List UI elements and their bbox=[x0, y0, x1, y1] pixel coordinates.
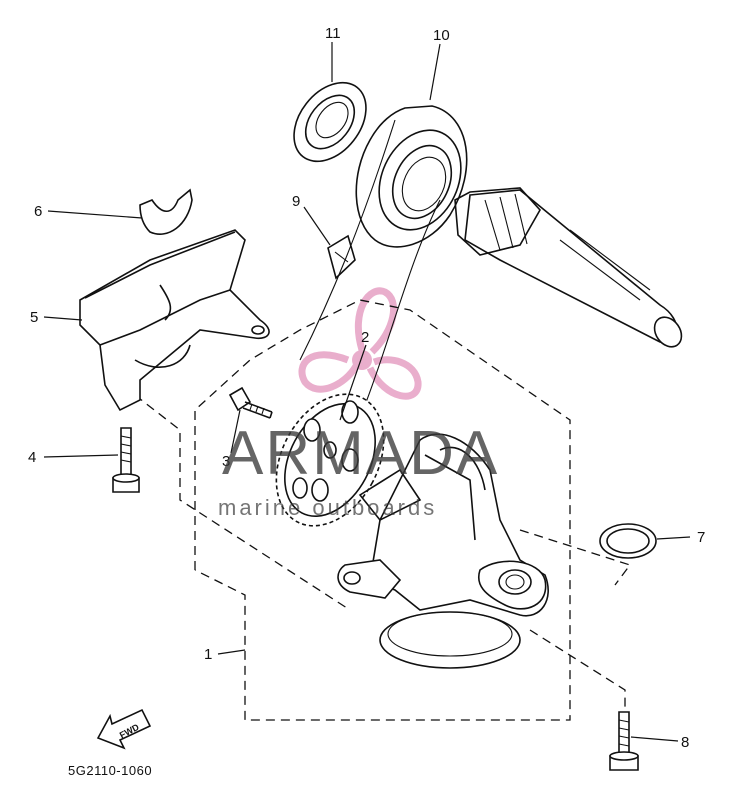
clip-part bbox=[139, 188, 193, 235]
assembly-leader-dashed bbox=[134, 394, 351, 611]
oil-seal-part bbox=[293, 81, 367, 163]
callout-9: 9 bbox=[292, 193, 300, 210]
diagram-code: 5G2110-1060 bbox=[68, 763, 152, 778]
callout-10: 10 bbox=[433, 27, 450, 44]
drive-gear-part bbox=[355, 105, 468, 248]
callout-2: 2 bbox=[361, 329, 369, 346]
cover-plate-part bbox=[79, 229, 270, 412]
watermark-brand: ARMADA bbox=[222, 419, 499, 488]
oil-pump-body-part bbox=[337, 433, 549, 669]
watermark-propeller-logo bbox=[298, 287, 422, 400]
callout-11: 11 bbox=[325, 25, 341, 42]
seal-leader-dashed bbox=[519, 529, 632, 586]
forward-direction-arrow: FWD bbox=[96, 708, 152, 750]
callout-1: 1 bbox=[204, 646, 212, 663]
bolt-8-part bbox=[609, 711, 639, 771]
callout-5: 5 bbox=[30, 309, 38, 326]
watermark-tagline: marine outboards bbox=[218, 495, 437, 520]
callout-leader-lines bbox=[43, 42, 691, 742]
sprocket-part bbox=[275, 393, 385, 527]
callout-7: 7 bbox=[697, 529, 705, 546]
callout-4: 4 bbox=[28, 449, 36, 466]
chain-loop bbox=[299, 119, 441, 406]
callout-6: 6 bbox=[34, 203, 42, 220]
assembly-boundary-dashed bbox=[194, 299, 571, 721]
o-ring-part bbox=[599, 523, 657, 559]
callout-8: 8 bbox=[681, 734, 689, 751]
bolt8-leader-dashed bbox=[529, 629, 626, 712]
bolt-4-part bbox=[112, 427, 140, 493]
bolt-3-part bbox=[228, 386, 273, 419]
chain-link-part bbox=[327, 234, 356, 280]
callout-3: 3 bbox=[222, 453, 230, 470]
shaft-part bbox=[454, 187, 683, 348]
